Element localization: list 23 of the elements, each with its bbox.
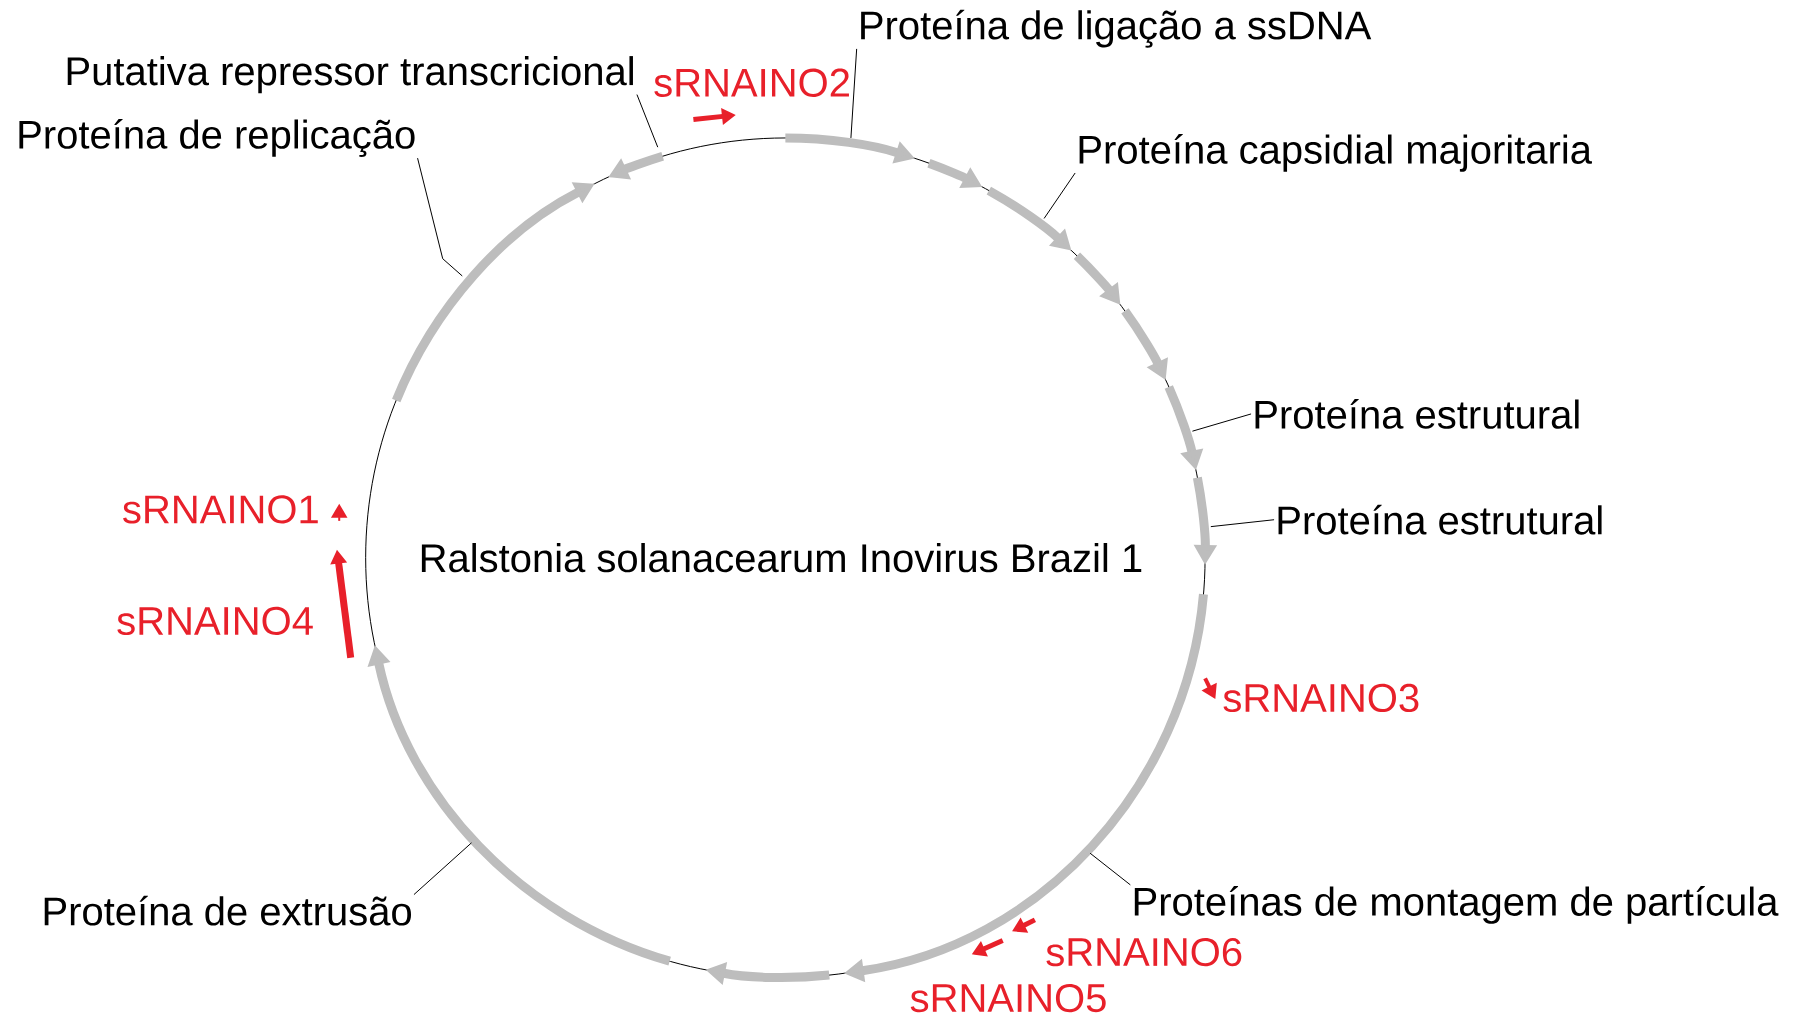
gene-label: Proteína estrutural: [1278, 505, 1602, 535]
gene-label: Proteína de extrusão: [44, 895, 411, 926]
gene-label: Proteína capsidial majoritaria: [1079, 134, 1592, 172]
leader-line: [1043, 172, 1076, 220]
gene-label: Putativa repressor transcricional: [67, 56, 633, 94]
gene-label: Proteína estrutural: [1255, 399, 1579, 430]
leader-line: [413, 842, 472, 896]
srna-label: sRNAINO2: [654, 68, 849, 98]
srna-label: sRNAINO6: [1046, 938, 1242, 967]
gene-label: Proteína de ligação a ssDNA: [861, 9, 1372, 48]
genome-name: Ralstonia solanacearum Inovirus Brazil 1: [421, 543, 1142, 573]
leader-line: [1089, 852, 1131, 886]
gene-label: Proteínas de montagem de partícula: [1134, 886, 1779, 924]
srna-label: sRNAINO3: [1223, 684, 1419, 713]
leader-line: [1210, 519, 1275, 528]
srna-label: sRNAINO1: [123, 495, 318, 524]
leader-line: [417, 157, 463, 277]
leader-line: [1191, 413, 1252, 432]
leader-line: [850, 48, 858, 139]
gene-label: Proteína de replicação: [19, 119, 415, 158]
leader-line: [636, 94, 659, 148]
srna-label: sRNAINO5: [910, 984, 1106, 1013]
srna-label: sRNAINO4: [117, 606, 313, 636]
